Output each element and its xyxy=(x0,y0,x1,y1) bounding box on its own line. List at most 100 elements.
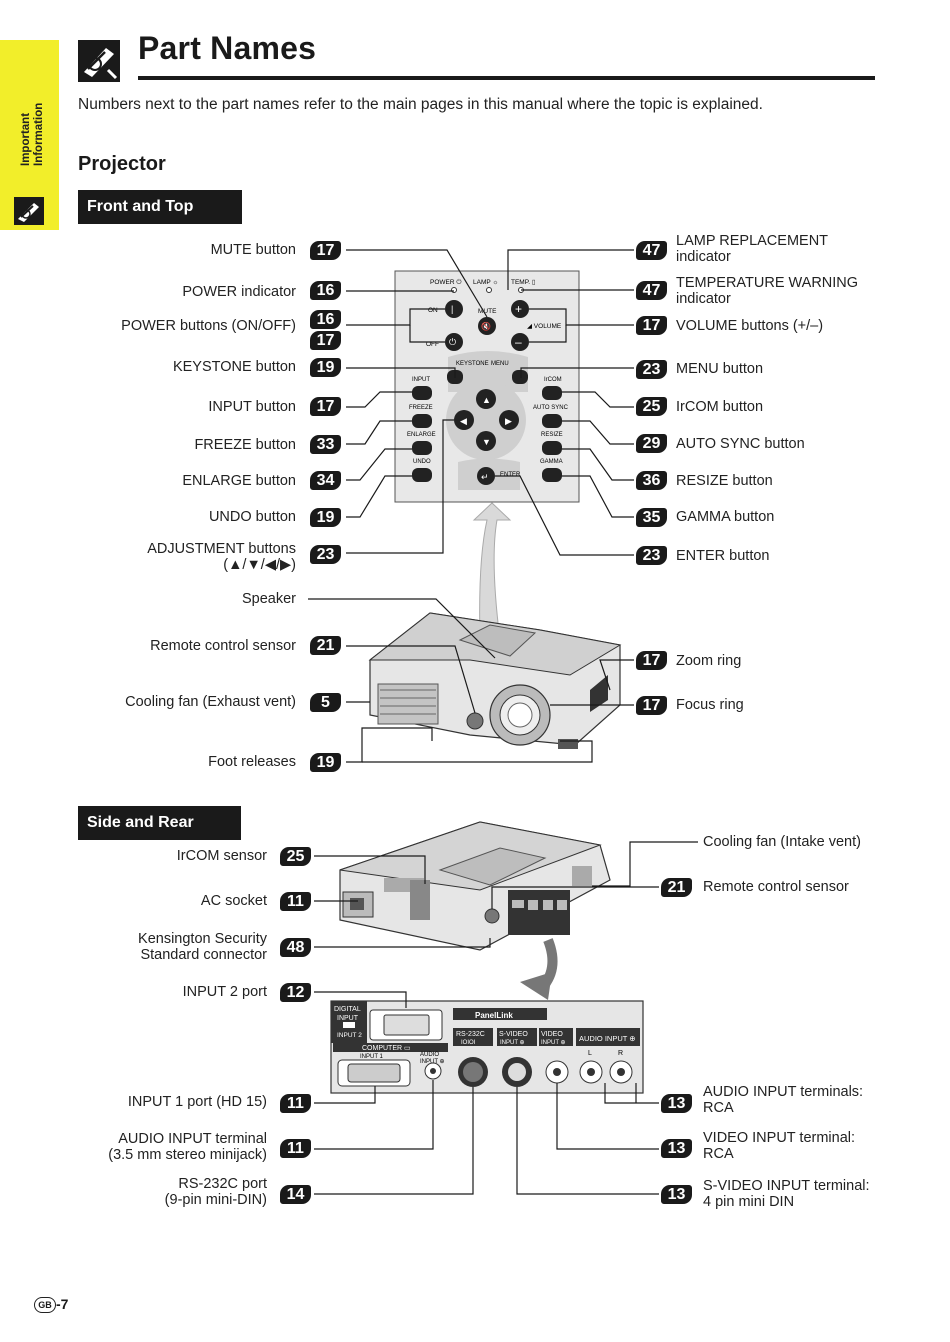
label-video-input-terminal: VIDEO INPUT terminal: xyxy=(703,1130,856,1146)
label-ircom-sensor: IrCOM sensor xyxy=(176,848,267,864)
label-kensington: Kensington Security xyxy=(138,931,267,947)
svg-text:R: R xyxy=(618,1050,623,1057)
page-badge: 16 xyxy=(310,310,341,329)
label-temperature-warning: TEMPERATURE WARNING xyxy=(676,275,859,291)
page-badge: 47 xyxy=(636,281,667,300)
rear-panel: DIGITAL INPUT INPUT 2 COMPUTER ▭ INPUT 1… xyxy=(330,1000,644,1094)
label-enter-button: ENTER button xyxy=(676,548,770,564)
svg-text:◀: ◀ xyxy=(460,416,467,426)
label-adjustment-buttons: ADJUSTMENT buttons xyxy=(147,541,296,557)
svg-text:L: L xyxy=(588,1050,592,1057)
page-badge: 21 xyxy=(310,636,341,655)
label-audio-input-terminal-2: (3.5 mm stereo minijack) xyxy=(108,1147,267,1163)
panel-lamp-text: LAMP ☼ xyxy=(473,279,498,286)
svg-text:▼: ▼ xyxy=(482,437,491,447)
svg-text:INPUT 1: INPUT 1 xyxy=(360,1054,384,1060)
label-zoom-ring: Zoom ring xyxy=(676,653,742,669)
label-remote-control-sensor: Remote control sensor xyxy=(150,638,296,654)
svg-text:|: | xyxy=(451,304,453,314)
leader-lines xyxy=(308,249,698,1195)
svg-text:▶: ▶ xyxy=(505,416,512,426)
page-badge: 13 xyxy=(661,1139,692,1158)
page-title: Part Names xyxy=(138,30,317,66)
label-freeze-button: FREEZE button xyxy=(194,437,296,453)
svg-text:ON: ON xyxy=(428,307,438,314)
svg-text:IrCOM: IrCOM xyxy=(544,377,562,383)
svg-text:INPUT 2: INPUT 2 xyxy=(337,1032,362,1039)
label-volume-buttons: VOLUME buttons (+/–) xyxy=(676,318,824,334)
page-badge: 11 xyxy=(280,1139,311,1158)
svg-text:INPUT ⊕: INPUT ⊕ xyxy=(500,1040,525,1046)
svg-text:COMPUTER ▭: COMPUTER ▭ xyxy=(362,1045,411,1052)
label-svideo-input-terminal-2: 4 pin mini DIN xyxy=(703,1194,795,1210)
label-ac-socket: AC socket xyxy=(200,893,267,909)
page-badge: 19 xyxy=(310,753,341,772)
label-speaker: Speaker xyxy=(241,591,296,607)
hand-pen-icon xyxy=(14,197,44,225)
label-input-button: INPUT button xyxy=(208,399,296,415)
page-badge: 47 xyxy=(636,241,667,260)
label-rs232c-port: RS-232C port xyxy=(178,1176,267,1192)
label-focus-ring: Focus ring xyxy=(676,697,744,713)
label-temperature-warning-2: indicator xyxy=(676,291,731,307)
page-badge: 12 xyxy=(280,983,311,1002)
svg-text:ENTER: ENTER xyxy=(500,472,521,478)
page-badge: 34 xyxy=(310,471,341,490)
page-badge: 13 xyxy=(661,1094,692,1113)
label-power-indicator: POWER indicator xyxy=(182,284,296,300)
svg-text:AUTO SYNC: AUTO SYNC xyxy=(533,405,569,411)
page-badge: 23 xyxy=(636,546,667,565)
page-badge: 48 xyxy=(280,938,311,957)
svg-text:–: – xyxy=(515,335,522,349)
page-badge: 11 xyxy=(280,1094,311,1113)
svg-text:S-VIDEO: S-VIDEO xyxy=(499,1031,528,1038)
svg-text:AUDIO: AUDIO xyxy=(420,1052,439,1058)
page-badge: 29 xyxy=(636,434,667,453)
label-audio-input-terminal: AUDIO INPUT terminal xyxy=(118,1131,267,1147)
svg-text:ENLARGE: ENLARGE xyxy=(407,432,436,438)
page-badge: 23 xyxy=(310,545,341,564)
label-menu-button: MENU button xyxy=(676,361,764,377)
panel-power-text: POWER ⏻ xyxy=(430,279,462,286)
svg-text:◢ VOLUME: ◢ VOLUME xyxy=(527,323,562,330)
control-panel: POWER ⏻ LAMP ☼ TEMP. ▯ | ⏻ ON OFF 🔇 MUTE… xyxy=(394,270,580,503)
page-number: -7 xyxy=(56,1296,69,1312)
title-rule xyxy=(138,76,875,80)
svg-text:PanelLink: PanelLink xyxy=(475,1011,513,1020)
label-power-buttons: POWER buttons (ON/OFF) xyxy=(121,318,296,334)
front-top-view-heading: Front and Top View xyxy=(78,190,242,249)
label-audio-input-terminals-2: RCA xyxy=(703,1100,734,1116)
page-badge: 13 xyxy=(661,1185,692,1204)
svg-text:MENU: MENU xyxy=(491,361,509,367)
page-badge: 17 xyxy=(310,241,341,260)
svg-text:INPUT ⊕: INPUT ⊕ xyxy=(541,1040,566,1046)
region-badge: GB xyxy=(34,1297,56,1314)
label-input2-port: INPUT 2 port xyxy=(182,984,267,1000)
page-badge: 14 xyxy=(280,1185,311,1204)
page-badge: 11 xyxy=(280,892,311,911)
label-mute-button: MUTE button xyxy=(210,242,296,258)
page-badge: 17 xyxy=(636,696,667,715)
label-svideo-input-terminal: S-VIDEO INPUT terminal: xyxy=(703,1178,870,1194)
page-badge: 35 xyxy=(636,508,667,527)
label-ircom-button: IrCOM button xyxy=(676,399,764,415)
page-badge: 33 xyxy=(310,435,341,454)
page-badge: 21 xyxy=(661,878,692,897)
svg-text:↵: ↵ xyxy=(481,472,489,482)
label-cooling-fan-intake: Cooling fan (Intake vent) xyxy=(703,834,861,850)
page-badge: 19 xyxy=(310,358,341,377)
side-rear-view-heading: Side and Rear View xyxy=(78,806,241,865)
label-remote-control-sensor-rear: Remote control sensor xyxy=(703,879,849,895)
label-auto-sync-button: AUTO SYNC button xyxy=(676,436,805,452)
label-enlarge-button: ENLARGE button xyxy=(182,473,296,489)
svg-text:INPUT: INPUT xyxy=(337,1015,359,1022)
svg-text:IOIOI: IOIOI xyxy=(461,1040,476,1046)
svg-text:RS-232C: RS-232C xyxy=(456,1031,485,1038)
svg-text:▲: ▲ xyxy=(482,395,491,405)
svg-text:+: + xyxy=(515,302,522,316)
page-badge: 23 xyxy=(636,360,667,379)
label-gamma-button: GAMMA button xyxy=(676,509,775,525)
label-adjustment-arrows: (▲/▼/◀/▶) xyxy=(223,557,296,573)
svg-text:⏻: ⏻ xyxy=(449,337,456,347)
